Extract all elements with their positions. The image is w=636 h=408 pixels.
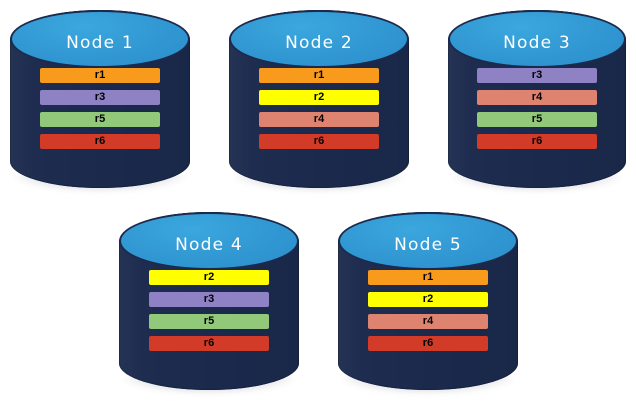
cylinder-top-ellipse: Node 5 [338, 212, 518, 270]
replica-bar-r3[interactable]: r3 [477, 68, 597, 83]
node-title: Node 2 [285, 33, 353, 53]
replica-bar-r2[interactable]: r2 [259, 90, 379, 105]
database-node-1[interactable]: Node 1 r1 r3 r5 r6 [10, 10, 190, 192]
replica-list: r1 r2 r4 r6 [338, 270, 518, 351]
replica-list: r2 r3 r5 r6 [119, 270, 299, 351]
database-node-3[interactable]: Node 3 r3 r4 r5 r6 [448, 10, 626, 192]
replica-bar-r3[interactable]: r3 [149, 292, 269, 307]
replica-bar-r6[interactable]: r6 [368, 336, 488, 351]
replica-bar-r1[interactable]: r1 [40, 68, 160, 83]
replica-bar-r6[interactable]: r6 [40, 134, 160, 149]
database-node-2[interactable]: Node 2 r1 r2 r4 r6 [229, 10, 409, 192]
database-node-4[interactable]: Node 4 r2 r3 r5 r6 [119, 212, 299, 394]
replica-bar-r1[interactable]: r1 [259, 68, 379, 83]
cylinder-top-ellipse: Node 4 [119, 212, 299, 270]
node-title: Node 3 [503, 33, 571, 53]
replica-bar-r4[interactable]: r4 [477, 90, 597, 105]
database-node-5[interactable]: Node 5 r1 r2 r4 r6 [338, 212, 518, 394]
cylinder-top-ellipse: Node 1 [10, 10, 190, 68]
replica-list: r3 r4 r5 r6 [448, 68, 626, 149]
replica-bar-r5[interactable]: r5 [40, 112, 160, 127]
replica-bar-r2[interactable]: r2 [149, 270, 269, 285]
replica-bar-r6[interactable]: r6 [149, 336, 269, 351]
replica-bar-r5[interactable]: r5 [149, 314, 269, 329]
replica-bar-r1[interactable]: r1 [368, 270, 488, 285]
cylinder-top-ellipse: Node 3 [448, 10, 626, 68]
replica-bar-r4[interactable]: r4 [259, 112, 379, 127]
cylinder-top-ellipse: Node 2 [229, 10, 409, 68]
replica-bar-r5[interactable]: r5 [477, 112, 597, 127]
replica-bar-r3[interactable]: r3 [40, 90, 160, 105]
replica-bar-r2[interactable]: r2 [368, 292, 488, 307]
replica-list: r1 r3 r5 r6 [10, 68, 190, 149]
node-title: Node 1 [66, 33, 134, 53]
node-title: Node 5 [394, 235, 462, 255]
replica-bar-r4[interactable]: r4 [368, 314, 488, 329]
replica-bar-r6[interactable]: r6 [477, 134, 597, 149]
replica-bar-r6[interactable]: r6 [259, 134, 379, 149]
node-title: Node 4 [175, 235, 243, 255]
replica-list: r1 r2 r4 r6 [229, 68, 409, 149]
